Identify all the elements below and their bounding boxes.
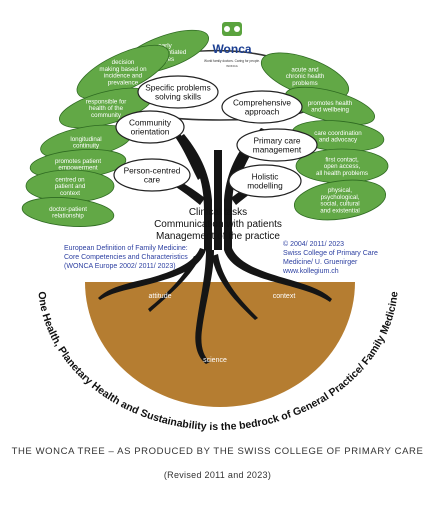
reference-line: © 2004/ 2011/ 2023 (283, 240, 344, 248)
competency-ellipse (137, 75, 219, 109)
leaf-label: first contact,open access,all health pro… (316, 156, 368, 177)
competency-ellipse (228, 164, 302, 198)
reference-left: European Definition of Family Medicine: … (64, 245, 188, 270)
root-label-attitude: attitude (149, 293, 172, 300)
trunk-task: Management of the practice (156, 231, 280, 242)
root-label-context: context (273, 293, 296, 300)
wonca-logo: Wonca World family doctors. Caring for p… (204, 22, 260, 68)
leaf-shape (293, 179, 387, 221)
reference-right: © 2004/ 2011/ 2023 Swiss College of Prim… (282, 240, 378, 275)
reference-line: (WONCA Europe 2002/ 2011/ 2023) (64, 263, 176, 270)
competency-ellipse (236, 128, 318, 162)
reference-line: Core Competencies and Characteristics (64, 254, 188, 261)
logo-subtag: WONCA (226, 64, 238, 68)
root-label-science: science (203, 357, 227, 364)
reference-line: European Definition of Family Medicine: (64, 245, 188, 252)
tree-roots (98, 248, 332, 364)
trunk-task: Communication with patients (154, 219, 282, 230)
leaf-right: first contact,open access,all health pro… (295, 148, 389, 184)
logo-name: Wonca (212, 42, 251, 56)
competency-ellipse (113, 158, 191, 192)
trunk-task: Clinical tasks (189, 207, 247, 218)
logo-tagline: World family doctors. Caring for people. (204, 59, 260, 63)
competency-ellipse (221, 90, 303, 124)
leaf-shape (21, 197, 115, 227)
reference-line: Swiss College of Primary Care (283, 250, 378, 257)
reference-line: Medicine/ U. Gruenirger (283, 259, 358, 266)
competency-ellipse (115, 110, 185, 144)
caption-title: THE WONCA TREE – AS PRODUCED BY THE SWIS… (11, 446, 424, 457)
reference-line: www.kollegium.ch (282, 268, 339, 275)
caption-revised: (Revised 2011 and 2023) (163, 470, 272, 480)
soil-bowl (85, 282, 355, 407)
trunk-tasks: Clinical tasks Communication with patien… (154, 207, 282, 242)
